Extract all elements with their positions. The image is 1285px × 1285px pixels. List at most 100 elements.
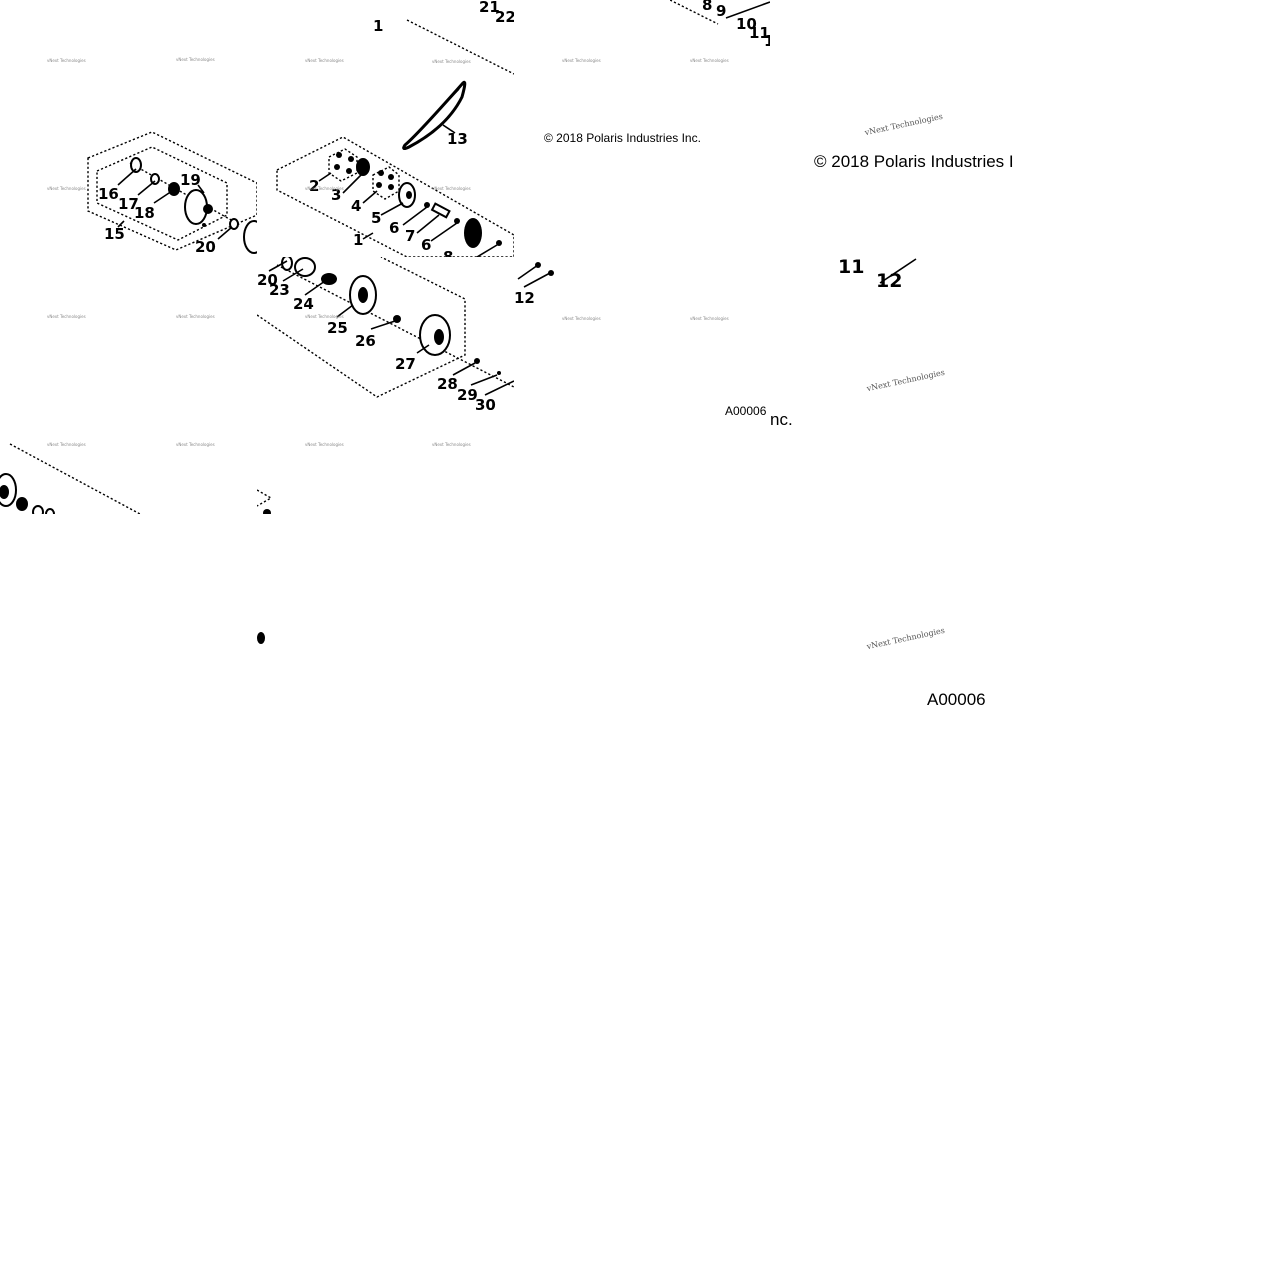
hub-part xyxy=(203,204,213,214)
callout-8: 8 xyxy=(702,0,712,14)
leader-line xyxy=(517,264,539,280)
bushing-part xyxy=(150,173,160,185)
cam-part xyxy=(356,158,370,176)
callout-8: 8 xyxy=(443,248,453,257)
shaft-axis xyxy=(129,162,241,226)
roller-part xyxy=(376,182,382,188)
callout-6: 6 xyxy=(389,219,399,237)
callout-19: 19 xyxy=(180,171,201,189)
callout-29: 29 xyxy=(457,386,478,404)
diagram-tile-top-middle: 1 21 22 xyxy=(257,0,514,75)
leader-line xyxy=(402,206,428,226)
roller-part xyxy=(388,174,394,180)
diagram-tile-zoom-parts: 11 12 xyxy=(830,257,930,297)
callout-9: 9 xyxy=(716,2,726,20)
washer-part xyxy=(393,315,401,323)
watermark-text: vNext Technologies xyxy=(562,316,601,321)
leader-line xyxy=(318,172,332,182)
group-outline xyxy=(257,257,466,398)
weight-part xyxy=(348,156,354,162)
diagram-tile-row2-middle: 20 23 24 25 26 27 28 29 30 xyxy=(257,257,514,414)
callout-24: 24 xyxy=(293,295,314,313)
bearing-part xyxy=(168,182,180,196)
leader-line xyxy=(879,258,917,284)
callout-6b: 6 xyxy=(421,236,431,254)
leader-line xyxy=(430,222,458,242)
weight-part xyxy=(336,152,342,158)
callout-26: 26 xyxy=(355,332,376,350)
watermark-text: vNext Technologies xyxy=(176,314,215,319)
washer-part xyxy=(32,505,44,514)
group-outline xyxy=(257,489,273,507)
callout-11: 11 xyxy=(749,24,770,42)
leader-line xyxy=(725,1,770,19)
part-fragment xyxy=(257,632,265,644)
nut-part xyxy=(496,240,502,246)
callout-13: 13 xyxy=(447,130,468,148)
sheave-hub-part xyxy=(0,485,9,499)
sheave-hub-part xyxy=(434,329,444,345)
callout-3: 3 xyxy=(331,186,341,204)
leader-line xyxy=(342,174,362,194)
diagram-tile-row2-right: 12 xyxy=(514,257,564,307)
callout-22: 22 xyxy=(495,8,514,26)
leader-line xyxy=(117,220,125,228)
gear-part xyxy=(464,218,482,248)
callout-2: 2 xyxy=(309,177,319,195)
watermark-text: vNext Technologies xyxy=(562,58,601,63)
watermark-large-text: vNext Technologies xyxy=(865,367,946,394)
watermark-large: vNext Technologies xyxy=(866,626,946,651)
callout-12: 12 xyxy=(514,289,535,307)
assembly-outline xyxy=(670,0,719,25)
leader-line xyxy=(416,214,440,234)
spacer-part xyxy=(229,218,239,230)
leader-line xyxy=(442,124,456,134)
washer-part xyxy=(45,508,55,514)
roller-part xyxy=(388,184,394,190)
callout-1: 1 xyxy=(373,17,383,35)
callout-25: 25 xyxy=(327,319,348,337)
weight-part xyxy=(334,164,340,170)
diagram-tile-row3-middle xyxy=(257,486,287,514)
callout-12: 12 xyxy=(876,270,902,292)
callout-4: 4 xyxy=(351,197,361,215)
leader-line xyxy=(153,190,173,204)
roller-set-outline xyxy=(372,166,400,200)
leader-line xyxy=(484,380,514,396)
nut-part xyxy=(474,358,480,364)
leader-line xyxy=(370,320,396,330)
bearing-part xyxy=(16,497,28,511)
callout-17: 17 xyxy=(118,195,139,213)
figure-code-small: A00006 xyxy=(725,404,767,418)
copyright-text-large: © 2018 Polaris Industries I xyxy=(814,152,1014,171)
diagram-tile-row1-middle: 13 2 3 4 5 6 7 6 8 1 xyxy=(257,75,514,257)
callout-20: 20 xyxy=(257,271,278,289)
washer-part xyxy=(424,202,430,208)
group-outline xyxy=(276,136,514,257)
pin-part xyxy=(202,223,206,227)
leader-line xyxy=(282,268,304,282)
leader-line xyxy=(217,226,233,240)
spring-part xyxy=(321,273,337,285)
roller-part xyxy=(378,170,384,176)
callout-28: 28 xyxy=(437,375,458,393)
cam-hub-part xyxy=(358,287,368,303)
assembly-outline xyxy=(406,19,514,75)
callout-20: 20 xyxy=(195,238,216,256)
diagram-tile-row1-left: 16 17 18 19 15 20 xyxy=(0,75,257,257)
leader-line xyxy=(523,272,551,288)
leader-line xyxy=(268,260,288,272)
watermark-text: vNext Technologies xyxy=(47,58,86,63)
leader-line xyxy=(476,244,498,257)
leader-line xyxy=(380,202,404,216)
callout-15: 15 xyxy=(104,225,125,243)
leader-line xyxy=(117,168,137,186)
leader-line xyxy=(336,304,354,318)
weight-part xyxy=(346,168,352,174)
callout-1: 1 xyxy=(353,231,363,249)
diagram-tile-row1-right: © 2018 Polaris Industries Inc. xyxy=(514,75,770,257)
leader-line xyxy=(452,362,476,376)
group-outline xyxy=(9,443,141,514)
pin-part xyxy=(430,202,451,219)
washer-part xyxy=(454,218,460,224)
